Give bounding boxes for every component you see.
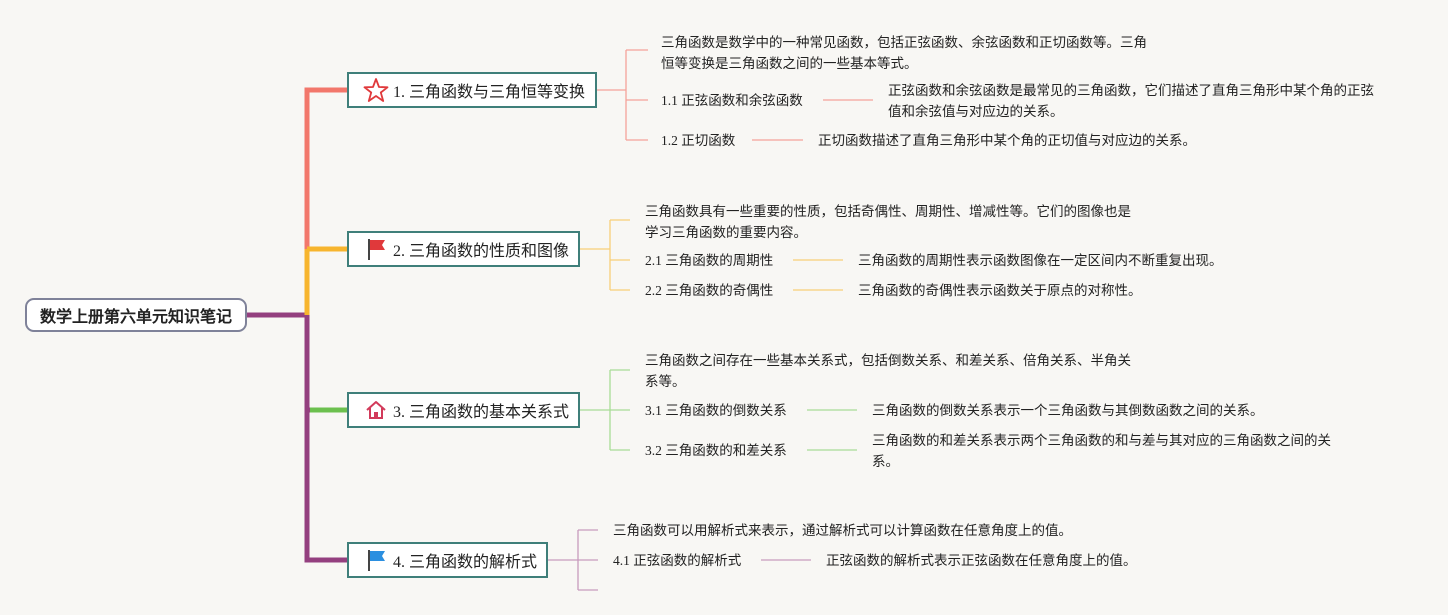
branch-4-sub-1-label[interactable]: 4.1 正弦函数的解析式	[613, 553, 742, 568]
branch-4-connector	[304, 410, 347, 563]
root-node[interactable]: 数学上册第六单元知识笔记	[25, 298, 247, 332]
branch-node-4[interactable]: 4. 三角函数的解析式	[347, 542, 548, 578]
branch-1-sub-1-label[interactable]: 1.1 正弦函数和余弦函数	[661, 93, 803, 108]
branch-2-summary: 三角函数具有一些重要的性质，包括奇偶性、周期性、增减性等。它们的图像也是学习三角…	[645, 204, 1131, 240]
star-icon	[363, 77, 389, 103]
b1-bracket	[597, 49, 648, 141]
branch-2-sub-2-label[interactable]: 2.2 三角函数的奇偶性	[645, 283, 774, 298]
branch-1-sub-2-desc: 正切函数描述了直角三角形中某个角的正切值与对应边的关系。	[818, 133, 1196, 148]
branch-3-sub-2-label[interactable]: 3.2 三角函数的和差关系	[645, 443, 787, 458]
branch-1-sub-1-desc: 正弦函数和余弦函数是最常见的三角函数，它们描述了直角三角形中某个角的正弦值和余弦…	[888, 83, 1374, 119]
root-title: 数学上册第六单元知识笔记	[39, 309, 232, 326]
branch-4-summary: 三角函数可以用解析式来表示，通过解析式可以计算函数在任意角度上的值。	[613, 523, 1072, 538]
home-icon	[363, 397, 389, 423]
branch-node-2[interactable]: 2. 三角函数的性质和图像	[347, 231, 580, 267]
branch-3-sub-1-desc: 三角函数的倒数关系表示一个三角函数与其倒数函数之间的关系。	[872, 403, 1264, 418]
branch-2-sub-1-label[interactable]: 2.1 三角函数的周期性	[645, 253, 774, 268]
branch-1-connector	[304, 87, 347, 315]
branch-4-sub-1-desc: 正弦函数的解析式表示正弦函数在任意角度上的值。	[826, 553, 1137, 568]
branch-1-summary: 三角函数是数学中的一种常见函数，包括正弦函数、余弦函数和正切函数等。三角恒等变换…	[661, 35, 1147, 71]
branch-2-sub-1-desc: 三角函数的周期性表示函数图像在一定区间内不断重复出现。	[858, 253, 1223, 268]
branch-3-title: 3. 三角函数的基本关系式	[393, 404, 570, 421]
branch-3-sub-2-desc: 三角函数的和差关系表示两个三角函数的和与差与其对应的三角函数之间的关系。	[872, 433, 1331, 469]
branch-2-title: 2. 三角函数的性质和图像	[393, 243, 570, 260]
branch-1-sub-2-label[interactable]: 1.2 正切函数	[661, 133, 736, 148]
branch-4-title: 4. 三角函数的解析式	[393, 554, 538, 571]
branch-3-connector	[304, 315, 347, 413]
branch-node-1[interactable]: 1. 三角函数与三角恒等变换	[347, 72, 597, 108]
branch-3-sub-1-label[interactable]: 3.1 三角函数的倒数关系	[645, 403, 787, 418]
b2-bracket	[580, 219, 630, 291]
b4-bracket	[548, 529, 598, 591]
blue-flag-icon	[363, 547, 389, 573]
branch-node-3[interactable]: 3. 三角函数的基本关系式	[347, 392, 580, 428]
branch-2-sub-2-desc: 三角函数的奇偶性表示函数关于原点的对称性。	[858, 283, 1142, 298]
red-flag-icon	[363, 236, 389, 262]
branch-1-title: 1. 三角函数与三角恒等变换	[393, 84, 586, 101]
branch-3-summary: 三角函数之间存在一些基本关系式，包括倒数关系、和差关系、倍角关系、半角关系等。	[645, 353, 1131, 389]
b3-bracket	[580, 369, 630, 451]
